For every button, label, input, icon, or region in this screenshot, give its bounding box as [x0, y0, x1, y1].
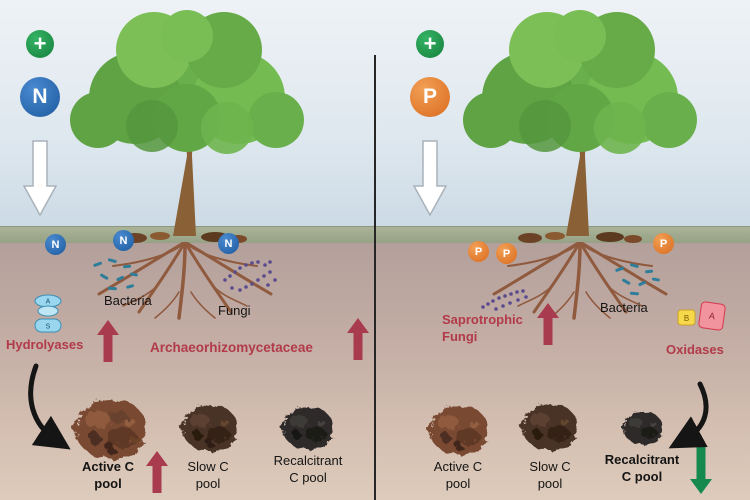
soil-nitrogen-marker: N: [45, 234, 66, 255]
pool-label-line2: pool: [537, 475, 563, 491]
phosphorus-badge: P: [410, 77, 450, 117]
marker-letter: P: [659, 237, 668, 250]
plus-glyph: +: [33, 31, 47, 56]
taxon-label: Archaeorhizomycetaceae: [150, 340, 313, 355]
pool-label-line1: Recalcitrant: [604, 452, 680, 467]
nitrogen-badge: N: [20, 77, 60, 117]
enzyme-letter: S: [46, 324, 51, 331]
active-c-pool-blob: [429, 405, 489, 455]
pool-label-line2: C pool: [621, 468, 663, 484]
soil-phosphorus-marker: P: [496, 243, 517, 264]
hydrolyases-label: Hydrolyases: [6, 337, 83, 352]
pool-label-line1: Slow C: [529, 459, 571, 474]
active-c-pool-label: Active C pool: [420, 459, 496, 493]
hydrolase-enzyme-icon: A S: [34, 294, 62, 333]
pool-label-line2: C pool: [289, 469, 327, 485]
recalcitrant-c-pool-label: Recalcitrant C pool: [262, 453, 354, 487]
root-system: [97, 242, 273, 320]
addition-down-arrow: [23, 140, 57, 216]
pool-label-line2: pool: [195, 475, 221, 491]
marker-letter: N: [224, 237, 233, 250]
plus-icon: +: [416, 30, 444, 58]
pool-label-line1: Slow C: [187, 459, 229, 474]
plus-icon: +: [26, 30, 54, 58]
fallen-leaves: [518, 232, 642, 243]
slow-c-pool-blob: [182, 404, 238, 452]
bacteria-cluster: [615, 263, 660, 296]
plus-glyph: +: [423, 31, 437, 56]
tree-illustration: [70, 10, 304, 236]
marker-letter: N: [51, 238, 60, 251]
slow-c-pool-label: Slow C pool: [172, 459, 244, 493]
soil-phosphorus-marker: P: [653, 233, 674, 254]
taxon-text: Archaeorhizomycetaceae: [150, 340, 313, 355]
fungi-cluster: [481, 289, 528, 311]
recalcitrant-c-pool-blob: [623, 411, 663, 445]
marker-letter: P: [474, 245, 483, 258]
nitrogen-letter: N: [32, 85, 48, 108]
oxidase-enzyme-icons: B A: [677, 301, 726, 331]
pool-label-line1: Active C: [81, 459, 135, 474]
fungi-label: Fungi: [218, 303, 251, 318]
bacteria-label: Bacteria: [600, 300, 648, 315]
oxidases-text: Oxidases: [666, 342, 724, 357]
enzyme-letter: A: [708, 311, 715, 322]
soil-nitrogen-marker: N: [113, 230, 134, 251]
pool-label-line1: Active C: [433, 459, 483, 474]
soil-phosphorus-marker: P: [468, 241, 489, 262]
fungi-cluster: [223, 260, 277, 292]
oxidases-label: Oxidases: [666, 342, 724, 357]
phosphorus-letter: P: [422, 85, 437, 108]
tree-illustration: [463, 10, 697, 236]
recalcitrant-c-pool-label: Recalcitrant C pool: [596, 452, 688, 486]
increase-arrow: [97, 320, 119, 362]
hydrolyases-text: Hydrolyases: [6, 337, 84, 352]
tree-canopy: [70, 10, 304, 154]
tree-trunk: [559, 94, 604, 236]
soil-nitrogen-marker: N: [218, 233, 239, 254]
pool-label-line2: pool: [445, 475, 471, 491]
increase-arrow: [146, 451, 168, 493]
marker-letter: P: [502, 247, 511, 260]
saprotrophic-fungi-label: Saprotrophic Fungi: [442, 312, 523, 346]
recalcitrant-c-pool-blob: [282, 406, 334, 450]
fungi-label-line1: Saprotrophic: [442, 312, 523, 327]
bacteria-cluster: [93, 258, 138, 291]
fungi-text: Fungi: [218, 303, 251, 318]
bacteria-text: Bacteria: [104, 293, 152, 308]
slow-c-pool-blob: [522, 403, 578, 451]
bacteria-label: Bacteria: [104, 293, 152, 308]
active-c-pool-blob: [75, 399, 147, 459]
bacteria-text: Bacteria: [600, 300, 648, 315]
marker-letter: N: [119, 234, 128, 247]
increase-arrow: [347, 318, 369, 360]
increase-arrow: [537, 303, 559, 345]
panel-divider: [374, 55, 376, 500]
decrease-arrow: [690, 446, 712, 494]
tree-trunk: [166, 94, 211, 236]
pool-label-line2: pool: [94, 475, 122, 491]
pool-label-line1: Recalcitrant: [273, 453, 343, 468]
active-c-pool-label: Active C pool: [70, 459, 146, 493]
fungi-label-line2: Fungi: [442, 328, 478, 344]
enzyme-letter: A: [46, 299, 51, 306]
enzyme-letter: B: [684, 314, 689, 323]
slow-c-pool-label: Slow C pool: [514, 459, 586, 493]
addition-down-arrow: [413, 140, 447, 216]
tree-canopy: [463, 10, 697, 154]
